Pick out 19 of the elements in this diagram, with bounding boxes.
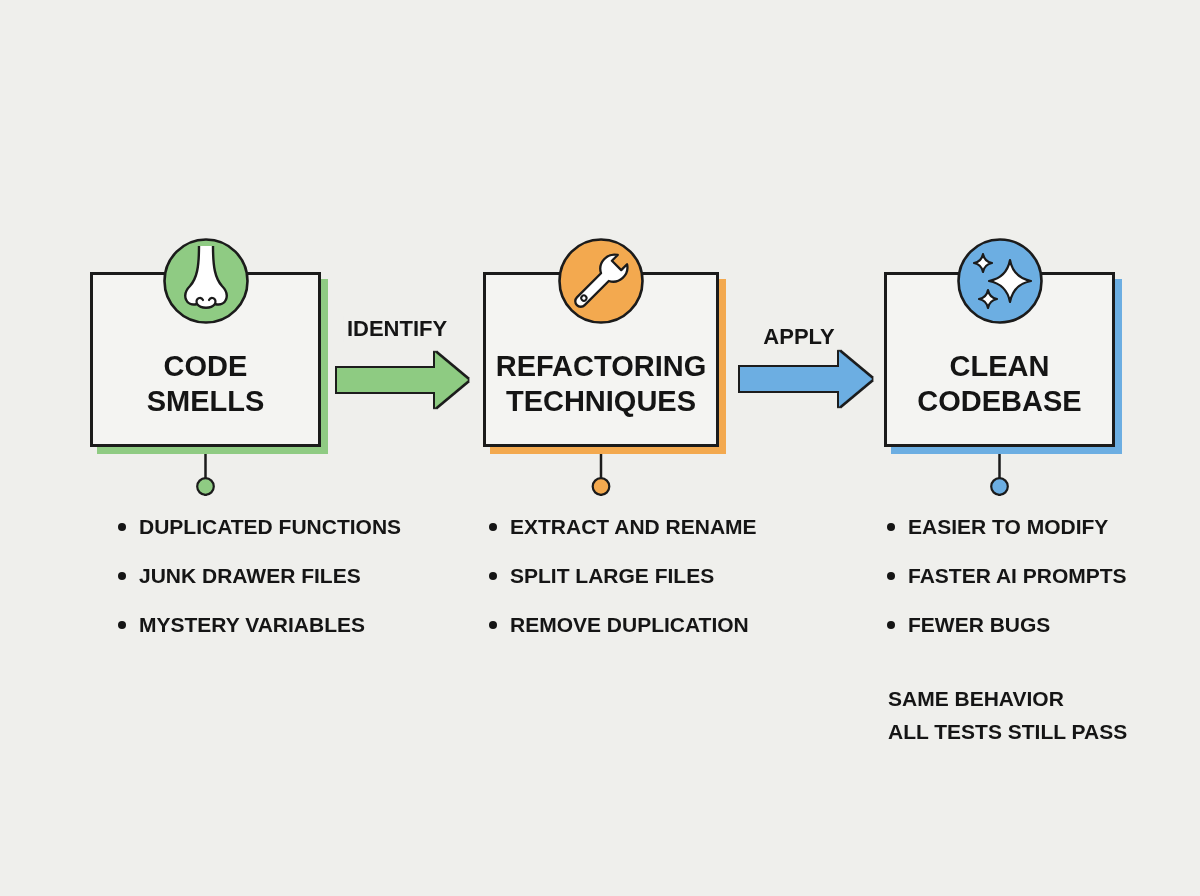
list-item: DUPLICATED FUNCTIONS <box>139 514 402 539</box>
note-text: SAME BEHAVIOR <box>888 686 1064 711</box>
list-item: SPLIT LARGE FILES <box>510 563 715 588</box>
list-item: REMOVE DUPLICATION <box>510 612 749 637</box>
list-item: EASIER TO MODIFY <box>908 514 1109 539</box>
list-item: EXTRACT AND RENAME <box>510 514 757 539</box>
block-arrow <box>337 352 468 408</box>
list-item: JUNK DRAWER FILES <box>139 563 361 588</box>
note-text: ALL TESTS STILL PASS <box>888 719 1128 744</box>
step-title: CLEAN CODEBASE <box>916 348 1083 419</box>
block-arrow <box>740 351 872 407</box>
list-item: FEWER BUGS <box>908 612 1051 637</box>
connector-line <box>591 454 611 496</box>
connector-line <box>196 454 215 496</box>
list-item: FASTER AI PROMPTS <box>908 563 1127 588</box>
step-title: REFACTORING TECHNIQUES <box>494 348 708 419</box>
list-item: MYSTERY VARIABLES <box>139 612 365 637</box>
connector-line <box>990 454 1009 496</box>
step-title: CODE SMELLS <box>145 348 266 419</box>
